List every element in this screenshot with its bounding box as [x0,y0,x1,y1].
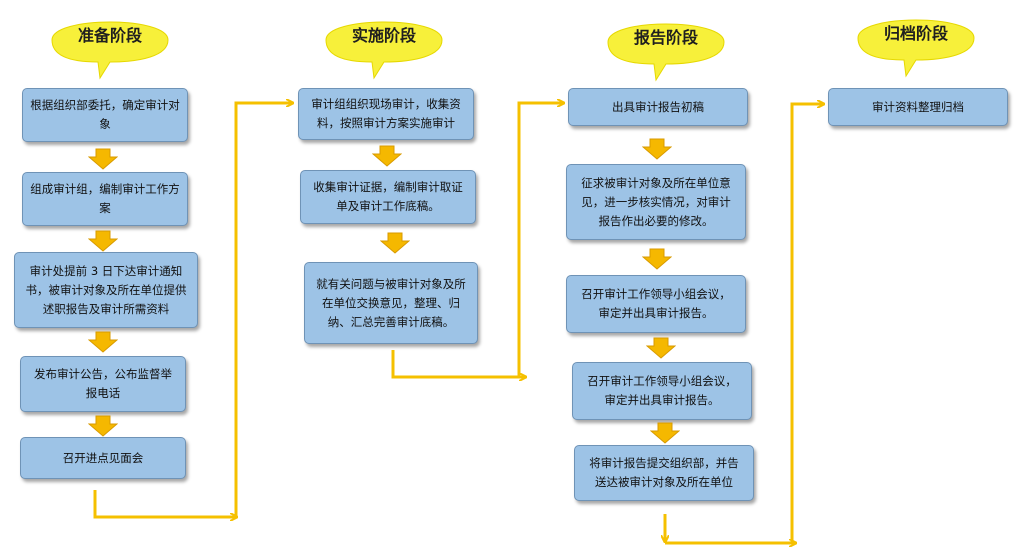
down-arrow-icon [646,337,676,359]
step-box: 就有关问题与被审计对象及所在单位交换意见，整理、归纳、汇总完善审计底稿。 [304,262,478,344]
down-arrow-icon [88,148,118,170]
down-arrow-icon [372,145,402,167]
stage-title-archive: 归档阶段 [850,8,982,78]
step-box: 收集审计证据，编制审计取证单及审计工作底稿。 [300,170,476,224]
down-arrow-icon [88,415,118,437]
step-box: 召开审计工作领导小组会议，审定并出具审计报告。 [566,275,746,333]
stage-title-text: 归档阶段 [883,24,948,43]
down-arrow-icon [88,331,118,353]
step-box: 组成审计组，编制审计工作方案 [22,172,188,226]
down-arrow-icon [380,232,410,254]
stage-title-impl: 实施阶段 [318,10,450,80]
connector-impl-to-report [391,103,563,377]
step-box: 将审计报告提交组织部，并告送达被审计对象及所在单位 [574,445,754,501]
connector-report-to-archive [665,104,823,543]
stage-title-text: 准备阶段 [77,26,142,45]
step-box: 召开进点见面会 [20,437,186,479]
down-arrow-icon [88,230,118,252]
step-box: 发布审计公告，公布监督举报电话 [20,356,186,412]
step-box: 召开审计工作领导小组会议，审定并出具审计报告。 [572,362,752,420]
down-arrow-icon [642,248,672,270]
stage-title-text: 实施阶段 [351,26,416,45]
step-box: 根据组织部委托，确定审计对象 [22,88,188,142]
step-box: 审计资料整理归档 [828,88,1008,126]
stage-title-text: 报告阶段 [633,28,698,47]
down-arrow-icon [650,422,680,444]
down-arrow-icon [642,138,672,160]
stage-title-prep: 准备阶段 [44,10,176,80]
connector-prep-to-impl [93,103,292,517]
step-box: 出具审计报告初稿 [568,88,748,126]
step-box: 征求被审计对象及所在单位意见，进一步核实情况，对审计报告作出必要的修改。 [566,164,746,240]
step-box: 审计组组织现场审计，收集资料，按照审计方案实施审计 [298,88,474,140]
stage-title-report: 报告阶段 [600,12,732,82]
step-box: 审计处提前 3 日下达审计通知书，被审计对象及所在单位提供述职报告及审计所需资料 [14,252,198,328]
